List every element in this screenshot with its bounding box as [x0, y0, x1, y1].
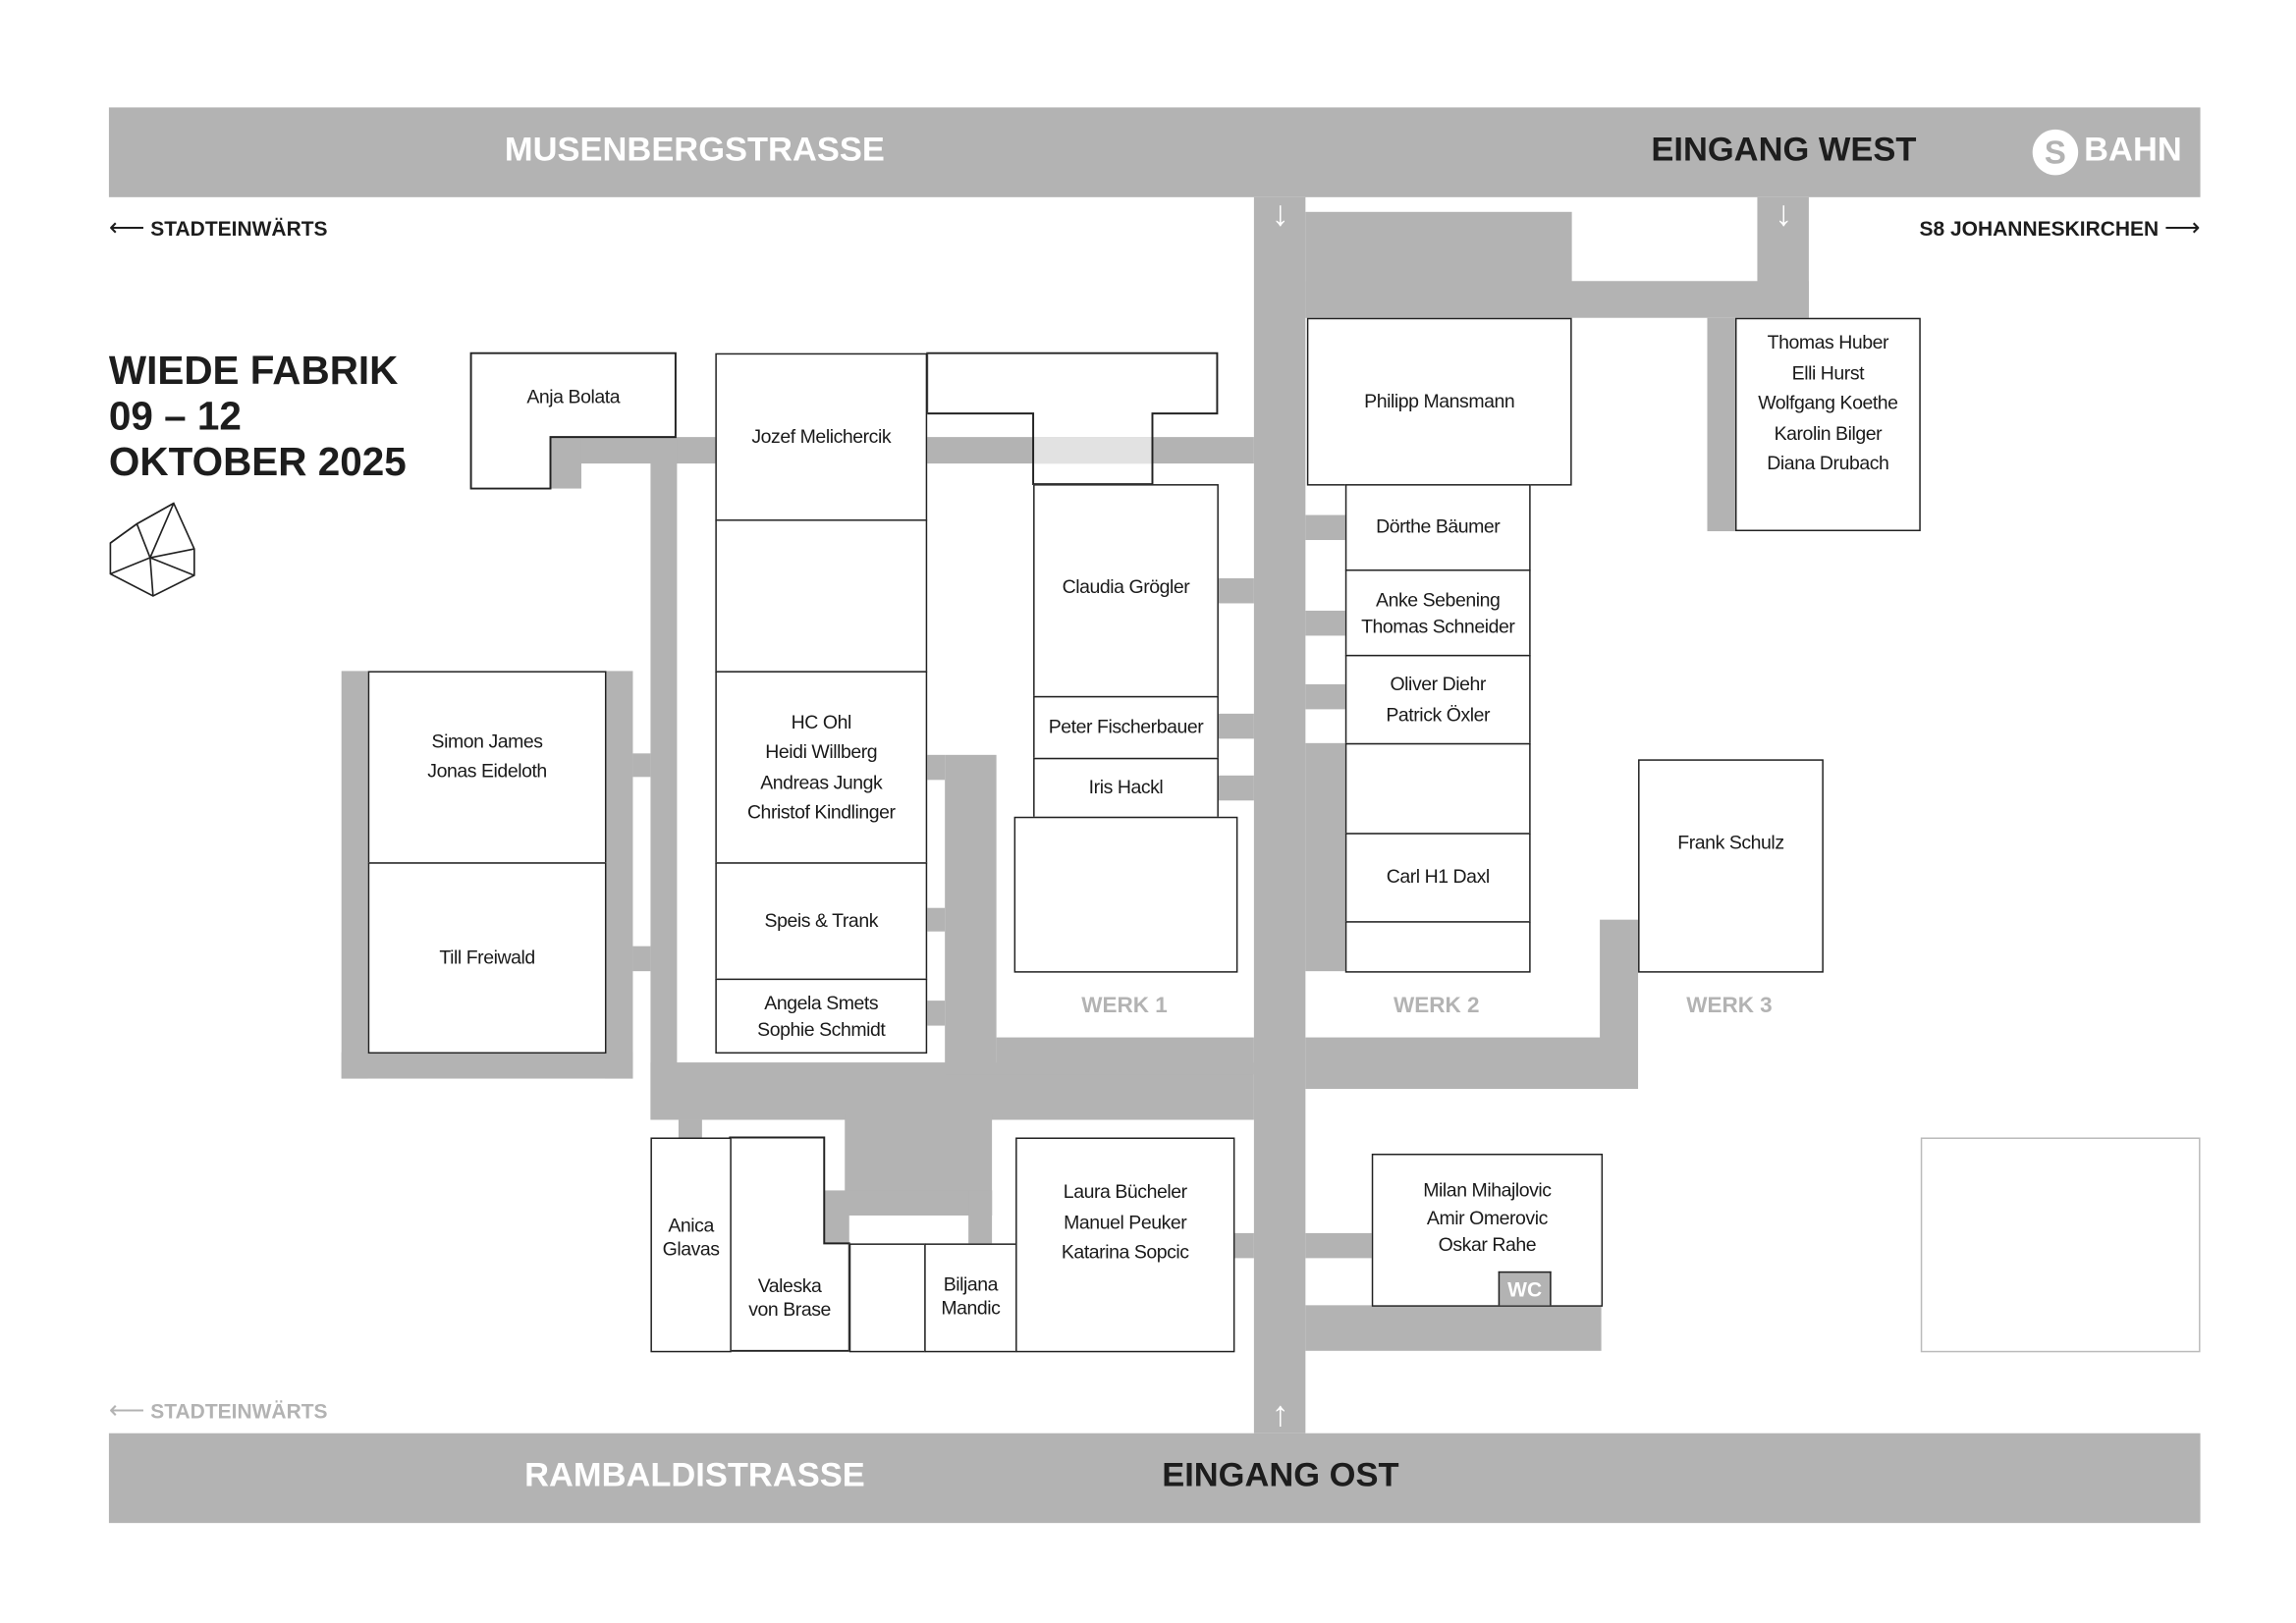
room-top-t-outline: [926, 352, 1219, 486]
event-name: WIEDE FABRIK: [108, 349, 399, 394]
room-till-freiwald[interactable]: Till Freiwald: [367, 862, 607, 1055]
room-iris-hackl[interactable]: Iris Hackl: [1033, 757, 1219, 819]
room-angela-smets[interactable]: Angela Smets Sophie Schmidt: [715, 978, 928, 1055]
room-laura-buecheler[interactable]: Laura Bücheler Manuel Peuker Katarina So…: [1015, 1137, 1235, 1353]
room-claudia-groegler[interactable]: Claudia Grögler: [1033, 484, 1219, 698]
hall-werk-2: WERK 2: [1394, 993, 1480, 1019]
room-thomas-huber[interactable]: Thomas Huber Elli Hurst Wolfgang Koethe …: [1734, 317, 1921, 532]
direction-city-top-label: STADTEINWÄRTS: [150, 216, 328, 241]
room-empty[interactable]: [1344, 921, 1531, 973]
room-empty[interactable]: [715, 519, 928, 673]
direction-city-bottom: ⟵ STADTEINWÄRTS: [109, 1396, 328, 1426]
direction-city-top: ⟵ STADTEINWÄRTS: [109, 213, 328, 243]
room-anja-outline: [469, 352, 677, 490]
bottom-street-bar: RAMBALDISTRASSE EINGANG OST: [108, 1433, 2201, 1524]
sbahn-logo-icon: S: [2032, 129, 2079, 176]
direction-s8: S8 JOHANNESKIRCHEN ⟶: [1920, 213, 2201, 243]
room-empty[interactable]: [1013, 816, 1238, 973]
event-month-year: OKTOBER 2025: [108, 440, 407, 485]
room-peter-fischerbauer[interactable]: Peter Fischerbauer: [1033, 695, 1219, 760]
entrance-east-label: EINGANG OST: [1162, 1455, 1399, 1494]
room-anja-bolata[interactable]: Anja Bolata: [526, 385, 621, 407]
room-valeska-von-brase[interactable]: Valeska von Brase: [748, 1273, 831, 1321]
entry-arrow-up-icon: ↑: [1271, 1394, 1289, 1435]
room-simon-james[interactable]: Simon James Jonas Eideloth: [367, 671, 607, 864]
street-musenbergstrasse: MUSENBERGSTRASSE: [504, 129, 885, 168]
room-anica-glavas[interactable]: Anica Glavas: [650, 1137, 732, 1353]
room-empty[interactable]: [1344, 742, 1531, 835]
hall-werk-1: WERK 1: [1081, 993, 1168, 1019]
entry-arrow-down-icon: ↓: [1271, 193, 1289, 235]
event-dates: 09 – 12: [108, 394, 242, 439]
arrow-left-icon: ⟵: [108, 213, 145, 242]
event-title: WIEDE FABRIK 09 – 12 OKTOBER 2025: [109, 349, 407, 485]
room-anke-sebening[interactable]: Anke Sebening Thomas Schneider: [1344, 568, 1531, 657]
entrance-west-label: EINGANG WEST: [1651, 129, 1917, 168]
room-speis-trank[interactable]: Speis & Trank: [715, 862, 928, 981]
room-frank-schulz[interactable]: Frank Schulz: [1638, 759, 1824, 973]
wc-label[interactable]: WC: [1498, 1271, 1552, 1306]
room-milan-mihajlovic[interactable]: Milan Mihajlovic Amir Omerovic Oskar Rah…: [1371, 1153, 1604, 1307]
room-philipp-mansmann[interactable]: Philipp Mansmann: [1306, 317, 1572, 486]
arrow-right-icon: ⟶: [2164, 213, 2201, 242]
street-rambaldistrasse: RAMBALDISTRASSE: [524, 1455, 865, 1494]
entry-arrow-down-icon: ↓: [1775, 193, 1793, 235]
room-doerthe-baeumer[interactable]: Dörthe Bäumer: [1344, 484, 1531, 571]
room-empty[interactable]: [848, 1243, 926, 1353]
room-hc-ohl[interactable]: HC Ohl Heidi Willberg Andreas Jungk Chri…: [715, 671, 928, 864]
direction-s8-label: S8 JOHANNESKIRCHEN: [1919, 216, 2159, 241]
hall-werk-3: WERK 3: [1686, 993, 1773, 1019]
room-empty-outside: [1920, 1137, 2201, 1353]
room-biljana-mandic[interactable]: Biljana Mandic: [924, 1243, 1017, 1353]
room-jozef-melichercik[interactable]: Jozef Melichercik: [715, 352, 928, 521]
direction-city-bottom-label: STADTEINWÄRTS: [150, 1399, 328, 1424]
top-street-bar: MUSENBERGSTRASSE EINGANG WEST S BAHN: [108, 107, 2201, 197]
room-oliver-diehr[interactable]: Oliver Diehr Patrick Öxler: [1344, 654, 1531, 745]
room-carl-daxl[interactable]: Carl H1 Daxl: [1344, 833, 1531, 923]
sbahn-label: BAHN: [2084, 129, 2182, 168]
arrow-left-icon: ⟵: [108, 1396, 145, 1425]
